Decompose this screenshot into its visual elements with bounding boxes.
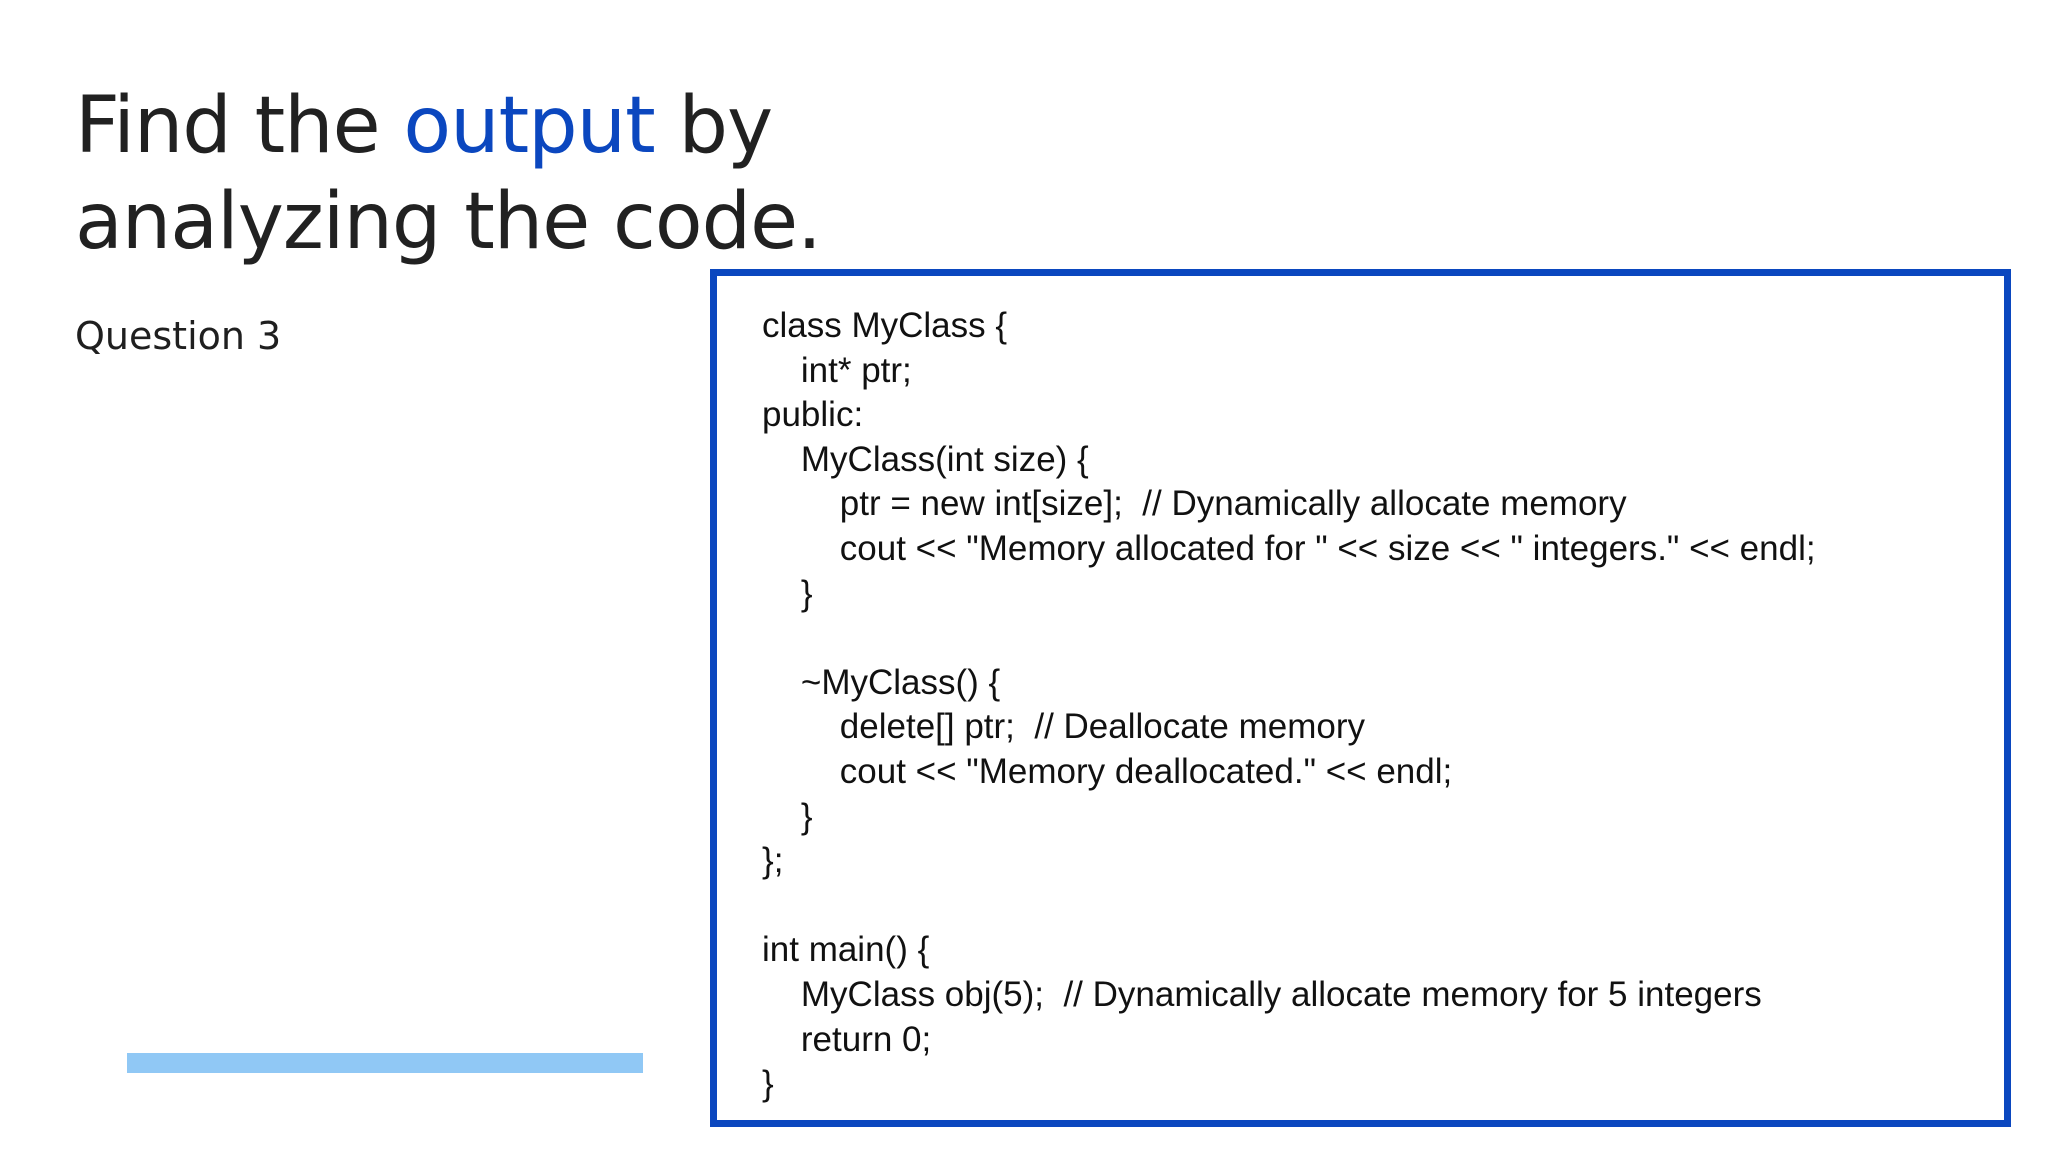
question-label: Question 3	[75, 314, 282, 358]
title-accent-word: output	[403, 81, 655, 171]
code-line: }	[762, 796, 813, 836]
code-line	[762, 884, 1816, 929]
code-line: MyClass(int size) {	[762, 439, 1089, 479]
code-line: };	[762, 841, 784, 881]
code-line: return 0;	[762, 1019, 932, 1059]
code-line: class MyClass {	[762, 306, 1008, 345]
code-line	[762, 616, 1816, 661]
code-box: class MyClass { int* ptr; public: MyClass…	[710, 269, 2011, 1127]
code-line: delete[] ptr; // Deallocate memory	[762, 707, 1366, 747]
code-line: }	[762, 1064, 774, 1104]
code-block: class MyClass { int* ptr; public: MyClass…	[762, 304, 1816, 1107]
title-text-end: by analyzing the code.	[75, 81, 822, 267]
code-line: ~MyClass() {	[762, 662, 1001, 702]
code-line: int* ptr;	[762, 350, 912, 390]
decorative-accent-bar	[127, 1053, 643, 1073]
title-text-start: Find the	[75, 81, 404, 171]
code-line: int main() {	[762, 930, 930, 970]
page-title: Find the output by analyzing the code.	[75, 78, 835, 270]
code-line: cout << "Memory deallocated." << endl;	[762, 751, 1453, 791]
code-line: MyClass obj(5); // Dynamically allocate …	[762, 974, 1762, 1014]
code-line: ptr = new int[size]; // Dynamically allo…	[762, 484, 1627, 524]
code-line: }	[762, 573, 813, 613]
code-line: public:	[762, 395, 864, 435]
code-line: cout << "Memory allocated for " << size …	[762, 528, 1816, 568]
